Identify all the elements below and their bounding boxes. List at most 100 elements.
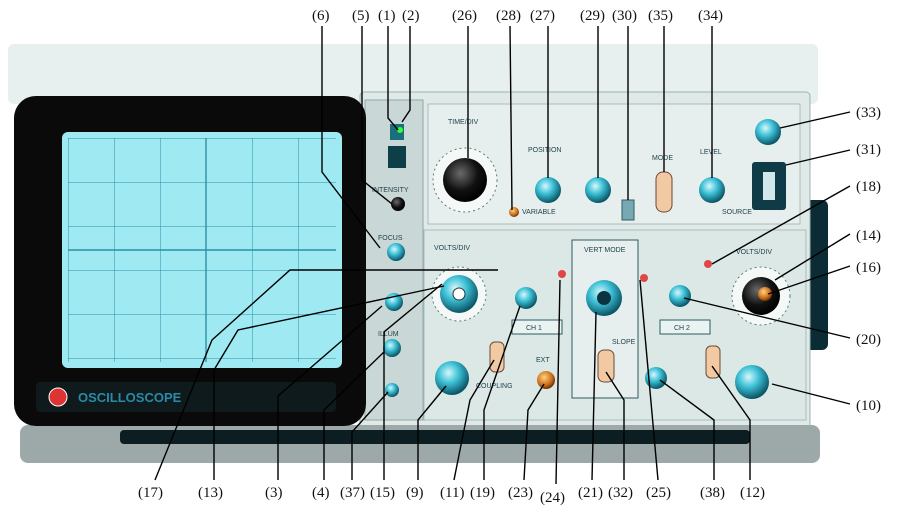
callout-label-c5: (5) [352, 8, 370, 24]
ch1-variable-knob[interactable] [452, 287, 466, 301]
leader-c18 [711, 185, 851, 265]
callout-label-c33: (33) [856, 105, 881, 121]
leader-c17 [154, 269, 498, 481]
leader-c12 [711, 365, 751, 480]
level-label: LEVEL [700, 149, 722, 156]
time-div-label: TIME/DIV [448, 119, 479, 126]
leader-c11 [453, 359, 495, 481]
trigger-holdoff-knob[interactable] [585, 177, 611, 203]
brand-logo-icon [48, 387, 68, 407]
callout-label-c31: (31) [856, 142, 881, 158]
variable-label: VARIABLE [522, 209, 556, 216]
brand-strip [36, 382, 336, 412]
time-div-knob[interactable] [443, 158, 487, 202]
callout-label-c3: (3) [265, 485, 283, 501]
leader-c20 [683, 297, 851, 339]
leader-c38 [659, 379, 715, 480]
position-label: POSITION [528, 147, 561, 154]
focus-knob[interactable] [387, 243, 405, 261]
ch2-position-knob[interactable] [669, 285, 691, 307]
ch2-input-connector[interactable] [735, 365, 769, 399]
callout-label-c21: (21) [578, 485, 603, 501]
intensity-label: INTENSITY [372, 187, 409, 194]
calibrator-terminal[interactable] [755, 119, 781, 145]
callout-label-c26: (26) [452, 8, 477, 24]
callout-label-c16: (16) [856, 260, 881, 276]
leader-c23 [523, 383, 545, 481]
focus-label: FOCUS [378, 235, 403, 242]
ch1-uncal-lamp [558, 270, 566, 278]
slope-switch[interactable] [597, 349, 615, 383]
callout-label-c34: (34) [698, 8, 723, 24]
leader-c10 [771, 383, 851, 405]
ground-jack[interactable] [385, 383, 399, 397]
leader-c1 [387, 26, 399, 131]
ch2-variable-knob[interactable] [758, 287, 772, 301]
callout-labels: (6)(5)(1)(2)(26)(28)(27)(29)(30)(35)(34)… [138, 8, 881, 506]
trigger-source-lever[interactable] [763, 172, 775, 200]
callout-label-c17: (17) [138, 485, 163, 501]
leader-lines [154, 25, 851, 485]
sweep-section: TIME/DIV VARIABLE POSITION MODE LEVEL SO… [427, 103, 801, 225]
ch2-tag [659, 319, 711, 335]
crt-assembly: OSCILLOSCOPE [14, 96, 366, 426]
intensity-knob[interactable] [391, 197, 405, 211]
sweep-mode-switch[interactable] [621, 199, 635, 221]
callout-label-c6: (6) [312, 8, 330, 24]
source-label: SOURCE [722, 209, 752, 216]
callout-label-c19: (19) [470, 485, 495, 501]
illum-knob[interactable] [383, 339, 401, 357]
callout-label-c32: (32) [608, 485, 633, 501]
leader-c37 [351, 391, 389, 480]
leader-c9 [417, 385, 447, 480]
callout-label-c30: (30) [612, 8, 637, 24]
callout-label-c15: (15) [370, 485, 395, 501]
crt-controls: INTENSITY FOCUS ILLUM [372, 124, 409, 397]
callout-label-c28: (28) [496, 8, 521, 24]
ch1-volts-div-label: VOLTS/DIV [434, 245, 470, 252]
callout-label-c11: (11) [440, 485, 464, 501]
leader-c15 [383, 283, 443, 480]
mode-label: MODE [652, 155, 673, 162]
leader-c32 [605, 371, 625, 480]
horizontal-position-knob[interactable] [535, 177, 561, 203]
callout-label-c14: (14) [856, 228, 881, 244]
callout-label-c37: (37) [340, 485, 365, 501]
leader-c3 [277, 305, 383, 480]
power-switch[interactable] [388, 146, 406, 168]
trigger-level-knob[interactable] [699, 177, 725, 203]
callout-label-c27: (27) [530, 8, 555, 24]
ext-trigger-input[interactable] [537, 371, 555, 389]
leader-c24 [555, 279, 561, 485]
ch2-gnd-button[interactable] [645, 367, 667, 389]
callout-label-c18: (18) [856, 179, 881, 195]
ch2-coupling-switch[interactable] [705, 345, 721, 379]
ch2-tag-label: CH 2 [674, 325, 690, 332]
callout-label-c35: (35) [648, 8, 673, 24]
ch1-input-connector[interactable] [435, 361, 469, 395]
trigger-mode-slider[interactable] [655, 171, 673, 213]
callout-label-c12: (12) [740, 485, 765, 501]
ch2-uncal-indicator [704, 260, 712, 268]
variable-sweep-knob[interactable] [509, 207, 519, 217]
ch1-position-knob[interactable] [515, 287, 537, 309]
callout-label-c2: (2) [402, 8, 420, 24]
vert-mode-knob-center [597, 291, 611, 305]
leader-c4 [323, 351, 385, 480]
power-lamp [397, 127, 403, 133]
slope-label: SLOPE [612, 339, 636, 346]
leader-c33 [779, 111, 851, 129]
callout-label-c1: (1) [378, 8, 396, 24]
callout-label-c20: (20) [856, 332, 881, 348]
callout-label-c24: (24) [540, 490, 565, 506]
top-bezel [8, 44, 818, 104]
ext-label: EXT [536, 357, 550, 364]
callout-label-c38: (38) [700, 485, 725, 501]
illum-label: ILLUM [378, 331, 399, 338]
leader-c5 [361, 26, 393, 205]
leader-c2 [401, 26, 411, 123]
leader-c19 [483, 305, 521, 480]
callout-label-c4: (4) [312, 485, 330, 501]
callout-label-c9: (9) [406, 485, 424, 501]
